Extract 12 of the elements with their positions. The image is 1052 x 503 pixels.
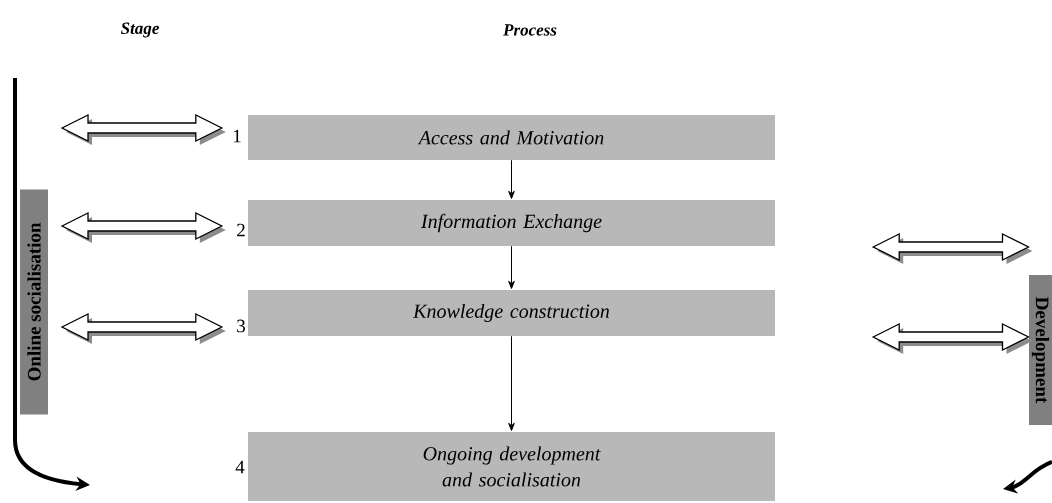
column-header: Process — [503, 24, 557, 36]
process-box: Knowledge construction — [248, 290, 775, 336]
arrow — [508, 335, 515, 431]
process-box: Information Exchange — [248, 200, 775, 246]
vertical-band: Online socialisation — [20, 189, 48, 415]
arrow — [508, 159, 515, 199]
column-header: Stage — [120, 22, 159, 38]
stage-number: 2 — [237, 223, 245, 237]
vertical-band: Development — [1029, 275, 1052, 425]
process-box: Ongoing development and socialisation — [248, 432, 775, 501]
process-box: Access and Motivation — [248, 115, 775, 160]
arrow — [508, 245, 515, 289]
